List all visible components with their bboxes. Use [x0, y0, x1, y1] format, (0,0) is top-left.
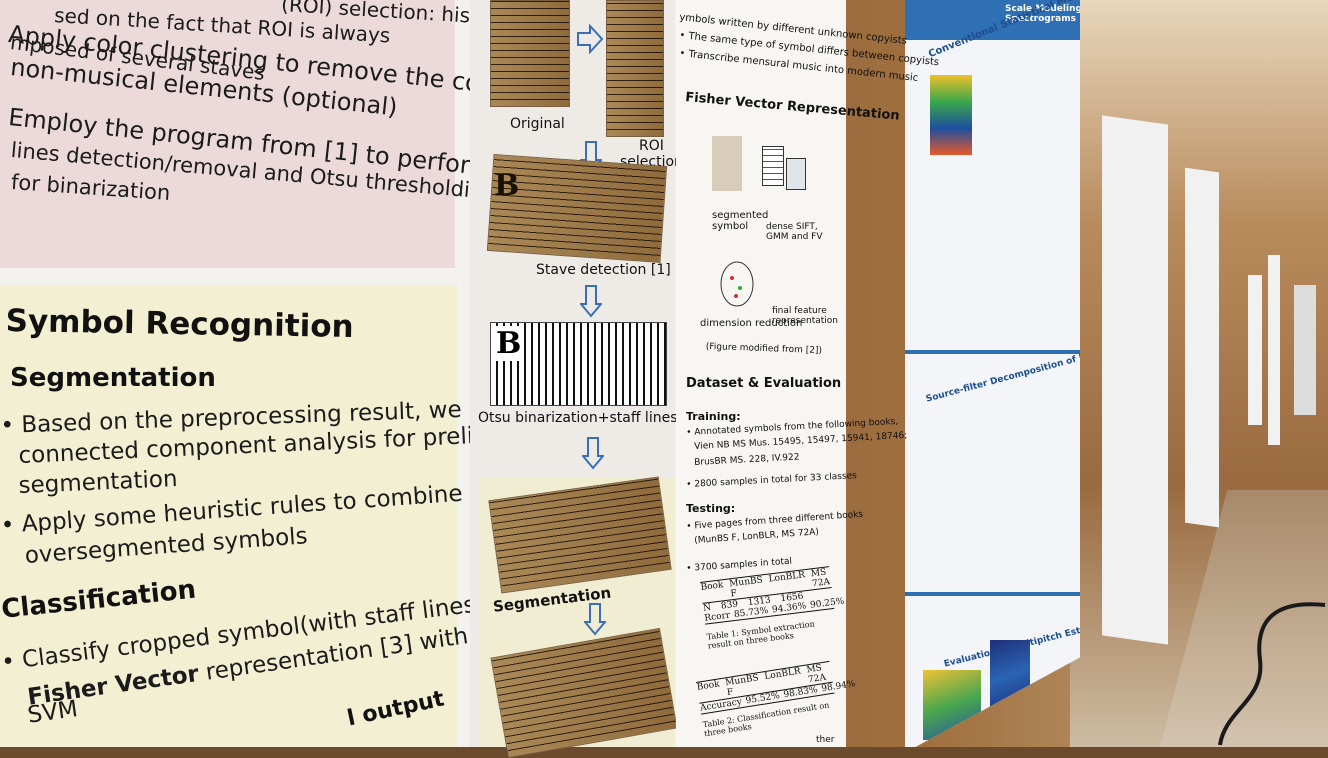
dataset-title: Dataset & Evaluation	[686, 376, 842, 391]
preprocessing-section: (ROI) selection: histogram sed on the fa…	[0, 0, 557, 268]
far-poster-5	[1294, 285, 1316, 415]
far-poster-4	[1268, 255, 1280, 445]
down-arrow-icon	[580, 285, 602, 318]
training-line-3: BrusBR MS. 228, IV.922	[694, 452, 800, 468]
rightcol-tail-text: ther	[816, 735, 835, 745]
preprocessing-pipeline: Original ROI selection B Stave detection…	[470, 0, 759, 758]
symbol-recognition-title: Symbol Recognition	[5, 303, 354, 346]
training-label: Training:	[686, 410, 741, 423]
testing-label: Testing:	[686, 502, 736, 515]
poster-b-divider-2	[905, 592, 1080, 596]
far-poster-2	[1185, 167, 1219, 528]
sift-grid-image	[762, 146, 784, 186]
floor-cable	[1218, 602, 1326, 746]
seg-bullet-1-line-3: segmentation	[18, 466, 179, 499]
poster-b-spectrogram-image	[930, 75, 972, 155]
figure-modified-caption: (Figure modified from [2])	[705, 342, 823, 357]
poster-b-divider-1	[905, 350, 1080, 354]
training-line-4: • 2800 samples in total for 33 classes	[686, 471, 858, 490]
original-caption: Original	[510, 116, 565, 132]
roi-manuscript-image	[606, 0, 664, 137]
cls-line-3: SVM	[26, 696, 80, 729]
poster-spectrogram: Scale Modeling Spectrograms Conventional…	[905, 0, 1080, 747]
intro-line-8: for binarization	[10, 170, 172, 206]
right-arrow-icon	[577, 24, 604, 54]
poster-music-recognition: (ROI) selection: histogram sed on the fa…	[0, 0, 940, 758]
symbol-recognition-section: Symbol Recognition Segmentation • Based …	[0, 285, 561, 747]
segmented-symbol-caption: segmented symbol	[712, 210, 769, 232]
dimred-scatter-icon	[720, 261, 754, 307]
poster-b-header-right: Scale Modeling Spectrograms	[1005, 4, 1082, 24]
original-manuscript-image	[490, 0, 570, 107]
testing-line-3: • 3700 samples in total	[686, 556, 793, 574]
classification-title: Classification	[0, 574, 198, 625]
binarized-initial: B	[496, 326, 522, 361]
down-arrow-icon	[582, 437, 604, 470]
output-title-partial: l output	[345, 686, 447, 732]
stave-caption: Stave detection [1]	[536, 262, 671, 278]
final-feature-caption: final feature representation	[772, 306, 839, 326]
segmented-symbol-image	[712, 136, 742, 191]
fisher-vector-column: ymbols written by different unknown copy…	[676, 0, 940, 747]
segmentation-title: Segmentation	[10, 363, 216, 393]
dimension-reduction-caption: dimension reduction	[700, 318, 803, 329]
far-poster-1	[1102, 115, 1168, 645]
far-poster-3	[1248, 275, 1262, 425]
dense-sift-caption: dense SIFT, GMM and FV	[766, 222, 823, 242]
down-arrow-icon	[584, 603, 606, 636]
gmm-image	[786, 158, 806, 190]
poster-b-header-band	[905, 0, 1080, 40]
decorated-initial: B	[494, 168, 520, 203]
